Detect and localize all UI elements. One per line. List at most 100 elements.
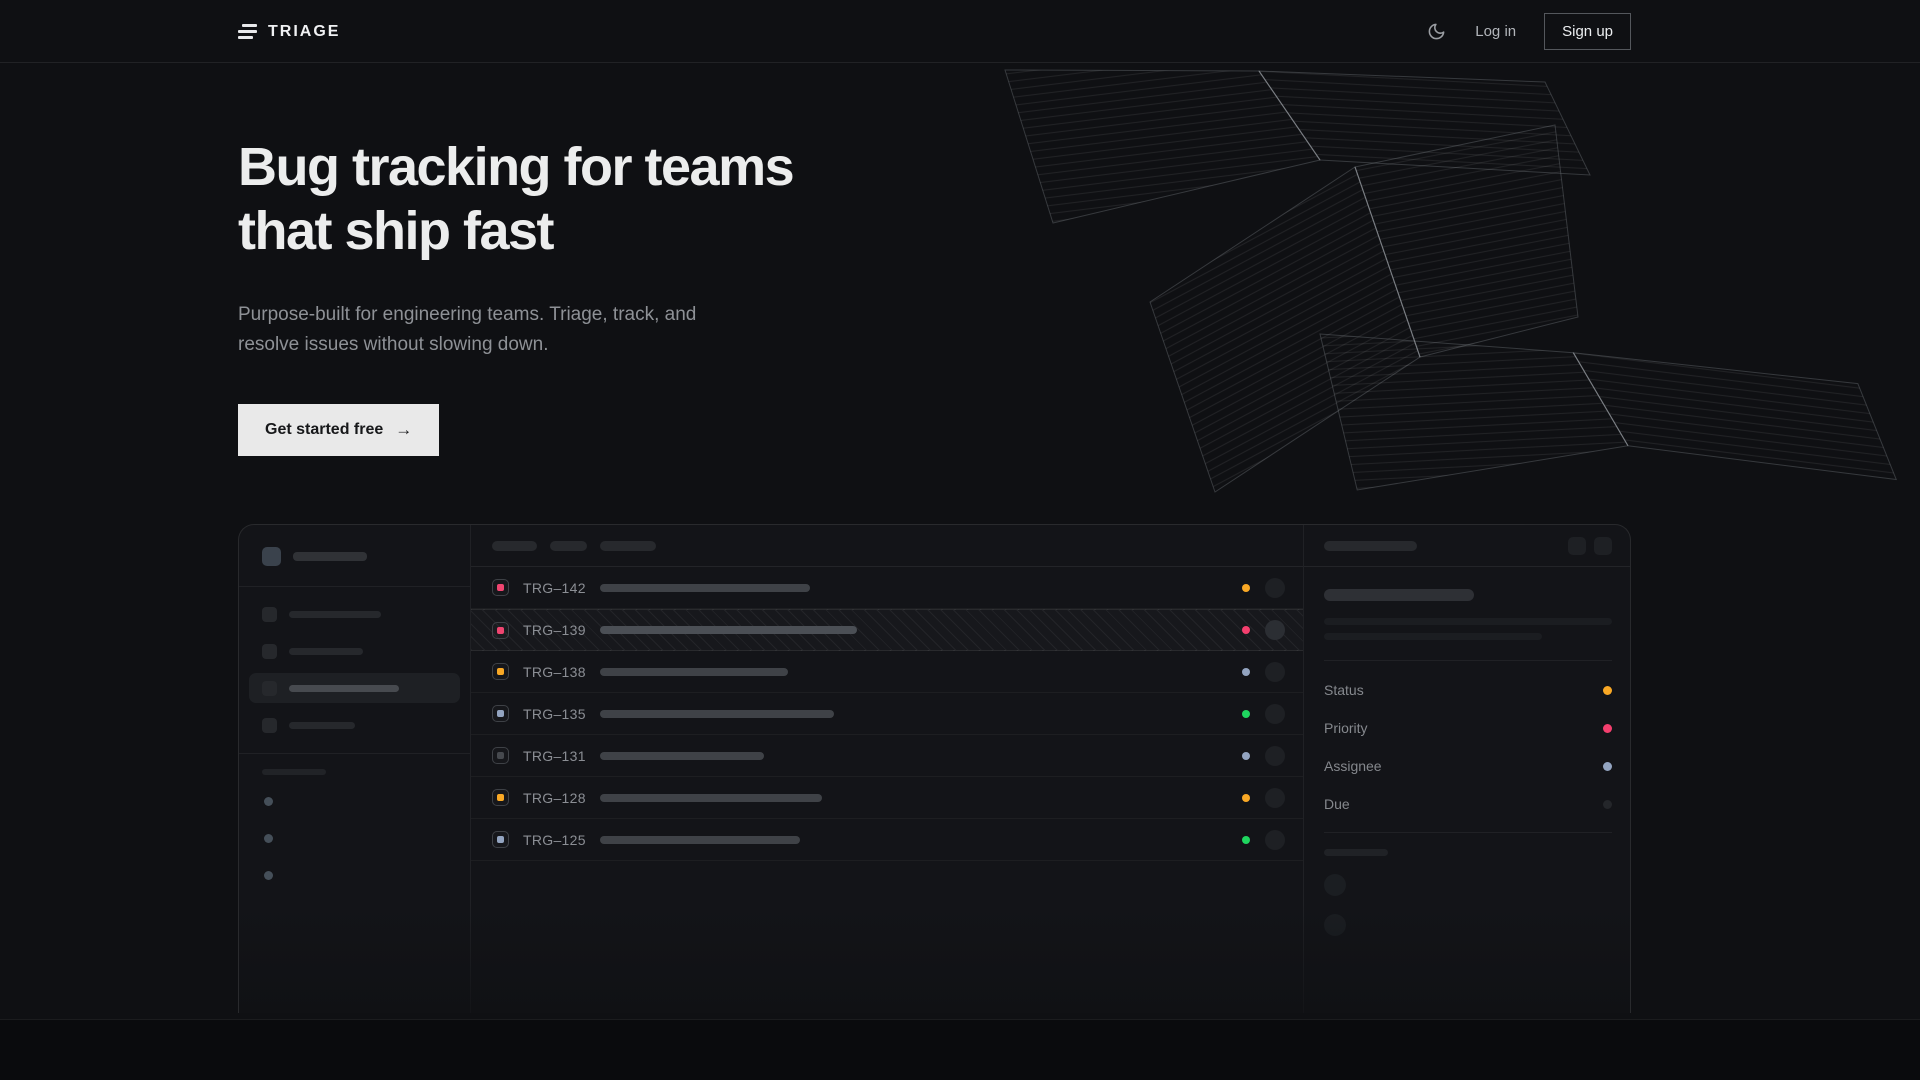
issue-row[interactable]: TRG–142 bbox=[471, 567, 1303, 609]
issue-type-icon bbox=[492, 621, 509, 639]
issue-row[interactable]: TRG–125 bbox=[471, 819, 1303, 861]
list-tab-placeholder[interactable] bbox=[550, 540, 587, 551]
issue-type-icon bbox=[492, 579, 509, 596]
activity-avatar bbox=[1324, 914, 1346, 936]
activity-label-placeholder bbox=[1324, 849, 1388, 856]
sidebar-dot[interactable] bbox=[264, 834, 273, 843]
issue-type-dot bbox=[497, 584, 504, 591]
status-dot bbox=[1242, 667, 1250, 676]
detail-field-row[interactable]: Status bbox=[1324, 671, 1612, 709]
detail-field-row[interactable]: Assignee bbox=[1324, 747, 1612, 785]
issue-row-meta bbox=[1242, 829, 1285, 850]
list-tab-placeholder[interactable] bbox=[492, 540, 537, 551]
issue-row[interactable]: TRG–138 bbox=[471, 651, 1303, 693]
issue-title-placeholder bbox=[599, 751, 764, 760]
assignee-avatar[interactable] bbox=[1265, 661, 1285, 682]
status-dot bbox=[1242, 835, 1250, 844]
sidebar-dot[interactable] bbox=[264, 797, 273, 806]
issue-list-header bbox=[471, 525, 1303, 567]
workspace-avatar bbox=[262, 547, 281, 566]
hero-title-line2: that ship fast bbox=[238, 201, 555, 261]
hero-title: Bug tracking for teams that ship fast bbox=[238, 135, 795, 263]
detail-field-row[interactable]: Due bbox=[1324, 785, 1612, 823]
theme-toggle-button[interactable] bbox=[1425, 21, 1447, 43]
nav-actions: Log in Sign up bbox=[1425, 13, 1631, 50]
signup-button[interactable]: Sign up bbox=[1544, 13, 1631, 50]
divider bbox=[1324, 660, 1612, 661]
app-preview: TRG–142 TRG–139 TRG–138 TRG–1 bbox=[238, 524, 1631, 1013]
issue-detail-pane: Status Priority Assignee Due bbox=[1304, 525, 1630, 1013]
issue-title-placeholder bbox=[599, 583, 810, 592]
issue-title-placeholder bbox=[599, 626, 857, 634]
wireframe-decoration bbox=[1004, 69, 1898, 493]
issue-row[interactable]: TRG–131 bbox=[471, 735, 1303, 777]
detail-field-row[interactable]: Priority bbox=[1324, 709, 1612, 747]
assignee-avatar[interactable] bbox=[1265, 620, 1285, 640]
issue-type-dot bbox=[497, 836, 504, 843]
issue-type-icon bbox=[492, 705, 509, 722]
detail-fields: Status Priority Assignee Due bbox=[1324, 671, 1612, 823]
brand-logo[interactable]: TRIAGE bbox=[238, 23, 340, 41]
issue-row[interactable]: TRG–128 bbox=[471, 777, 1303, 819]
activity-avatar bbox=[1324, 874, 1346, 896]
moon-icon bbox=[1428, 23, 1445, 40]
detail-header bbox=[1304, 525, 1630, 567]
issue-type-icon bbox=[492, 747, 509, 764]
issue-title-placeholder bbox=[599, 667, 788, 676]
cta-label: Get started free bbox=[265, 421, 384, 438]
issue-type-icon bbox=[492, 789, 509, 806]
triage-logo-icon bbox=[238, 23, 258, 40]
detail-text-placeholder bbox=[1324, 633, 1542, 640]
issue-type-dot bbox=[497, 794, 504, 801]
detail-header-actions bbox=[1568, 536, 1612, 555]
nav-item-label-placeholder bbox=[289, 684, 399, 692]
issue-title-placeholder bbox=[599, 793, 822, 802]
login-link[interactable]: Log in bbox=[1475, 23, 1517, 40]
field-label: Status bbox=[1324, 682, 1364, 698]
sidebar-section-label-placeholder bbox=[262, 769, 326, 775]
issue-id: TRG–131 bbox=[523, 747, 586, 764]
issue-type-dot bbox=[497, 626, 504, 634]
status-dot bbox=[1242, 626, 1250, 634]
hero-title-line1: Bug tracking for teams bbox=[238, 137, 795, 197]
detail-action-button[interactable] bbox=[1568, 536, 1586, 555]
issue-type-icon bbox=[492, 663, 509, 680]
field-label: Priority bbox=[1324, 720, 1368, 736]
sidebar-nav-item[interactable] bbox=[249, 599, 460, 629]
issue-row-meta bbox=[1242, 703, 1285, 724]
sidebar-nav-item[interactable] bbox=[249, 636, 460, 666]
sidebar-view-dots bbox=[264, 797, 470, 880]
issue-id: TRG–125 bbox=[523, 831, 586, 848]
workspace-name-placeholder bbox=[293, 552, 367, 561]
status-dot bbox=[1242, 709, 1250, 718]
field-value-dot bbox=[1603, 723, 1612, 733]
assignee-avatar[interactable] bbox=[1265, 745, 1285, 766]
get-started-button[interactable]: Get started free → bbox=[238, 404, 440, 456]
assignee-avatar[interactable] bbox=[1265, 787, 1285, 808]
sidebar-nav-item[interactable] bbox=[249, 710, 460, 740]
nav-item-icon bbox=[262, 643, 277, 659]
issue-row-meta bbox=[1242, 661, 1285, 682]
assignee-avatar[interactable] bbox=[1265, 703, 1285, 724]
list-tab-placeholder[interactable] bbox=[600, 540, 656, 551]
divider bbox=[239, 753, 470, 754]
sidebar-nav-item[interactable] bbox=[249, 673, 460, 703]
issue-type-dot bbox=[497, 752, 504, 759]
issue-id: TRG–128 bbox=[523, 789, 586, 806]
status-dot bbox=[1242, 751, 1250, 760]
issue-id: TRG–139 bbox=[523, 622, 586, 638]
nav-item-label-placeholder bbox=[289, 647, 363, 655]
assignee-avatar[interactable] bbox=[1265, 577, 1285, 598]
issue-row[interactable]: TRG–135 bbox=[471, 693, 1303, 735]
detail-action-button[interactable] bbox=[1594, 536, 1612, 555]
issue-list-pane: TRG–142 TRG–139 TRG–138 TRG–1 bbox=[471, 525, 1304, 1013]
sidebar-dot[interactable] bbox=[264, 871, 273, 880]
field-label: Due bbox=[1324, 796, 1350, 812]
sidebar-nav bbox=[239, 587, 470, 740]
issue-id: TRG–142 bbox=[523, 579, 586, 596]
issue-row-meta bbox=[1242, 620, 1285, 640]
assignee-avatar[interactable] bbox=[1265, 829, 1285, 850]
issue-row[interactable]: TRG–139 bbox=[471, 609, 1303, 651]
workspace-switcher[interactable] bbox=[239, 525, 470, 566]
